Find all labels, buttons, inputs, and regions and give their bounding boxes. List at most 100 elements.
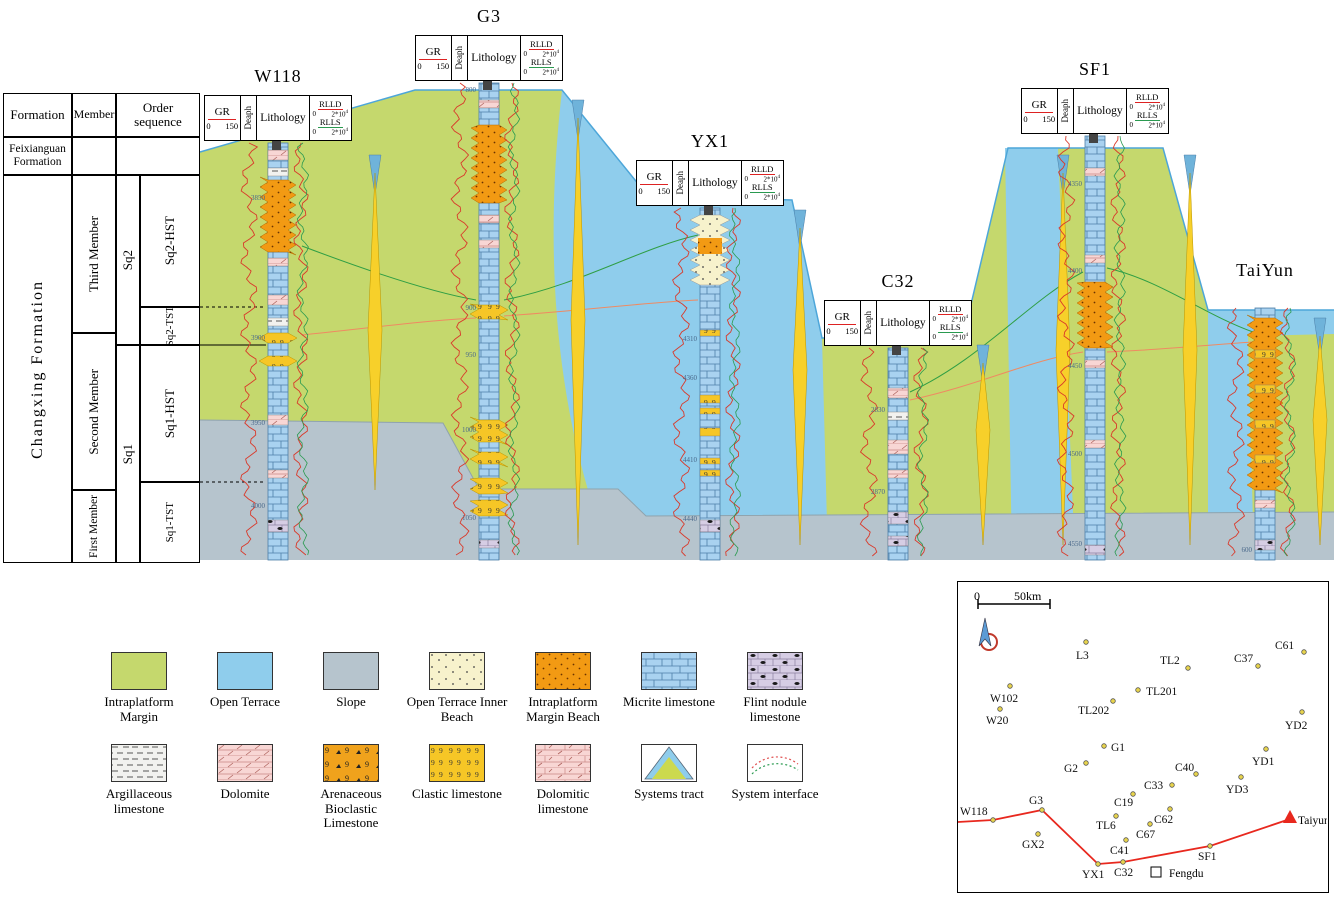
cross-section-canvas: 9 99 38503900395040008009009501000105043… [199, 81, 1334, 561]
map-well-TL2: TL2 [1160, 655, 1191, 671]
well-dot [990, 817, 996, 823]
depth-label: 4400 [1068, 267, 1083, 275]
systems-tract-yellow-body [975, 362, 991, 546]
well-dot [1147, 821, 1153, 827]
gr-curve [1056, 135, 1076, 557]
tst-top-line [1106, 341, 1254, 353]
well-label: G3 [1029, 795, 1043, 807]
rlls-curve [296, 142, 310, 556]
dolomite-interval [267, 469, 289, 479]
tract-sq1-tst-label: Sq1-TST [163, 502, 176, 543]
well-dot [1101, 743, 1107, 749]
legend-label: Flint nodule limestone [743, 694, 807, 724]
systems-tract-yellow-body [1312, 335, 1328, 546]
gr-curve [859, 347, 879, 557]
depth-label: 2870 [871, 488, 886, 496]
flint-interval [1084, 544, 1106, 556]
member-second-cell: Second Member [72, 333, 116, 490]
well-label: SF1 [1198, 851, 1217, 863]
depth-label: 4000 [251, 502, 266, 510]
system-interface-swatch [747, 744, 803, 782]
legend-label: Clastic limestone [412, 786, 502, 801]
flint-interval [699, 519, 721, 533]
column-top-marker [272, 141, 281, 150]
clastic-limestone-interval [469, 416, 509, 446]
sequence-sq2-label: Sq2 [119, 249, 135, 271]
well-dot [1263, 746, 1269, 752]
legend-label: Intraplatform Margin Beach [526, 694, 600, 724]
fengdu-square [1150, 866, 1162, 878]
rlls-curve [1113, 135, 1127, 557]
map-well-YD3: YD3 [1226, 774, 1249, 796]
dolomite-interval [267, 257, 289, 267]
well-dot [1238, 774, 1244, 780]
dolomite-swatch [217, 744, 273, 782]
clastic-limestone-interval [469, 303, 509, 321]
well-dot [1255, 663, 1261, 669]
well-label: C19 [1114, 797, 1133, 809]
map-well-TL202: TL202 [1078, 698, 1116, 717]
well-dot [1299, 709, 1305, 715]
depth-label: 900 [466, 304, 477, 312]
legend-label: Dolomitic limestone [536, 786, 590, 816]
legend-label: Dolomite [220, 786, 270, 801]
fengdu-label: Fengdu [1169, 868, 1204, 880]
well-label: C41 [1110, 845, 1129, 857]
dolomite-interval [478, 239, 500, 249]
flint-interval [1254, 539, 1276, 551]
map-well-YD1: YD1 [1252, 746, 1275, 768]
clastic-limestone-interval [258, 355, 298, 367]
margin-beach-interval [1246, 314, 1284, 494]
dolomitic-limestone-swatch [535, 744, 591, 782]
clastic-limestone-interval [469, 499, 509, 517]
flint-interval [887, 535, 909, 547]
map-well-C62: C62 [1154, 806, 1173, 826]
rlld-curve [293, 142, 309, 556]
taiyun-label: Taiyun [1298, 815, 1327, 827]
flint-interval [267, 519, 289, 533]
legend-item-systems-tract: Systems tract [616, 744, 722, 831]
depth-label: 600 [1242, 546, 1253, 554]
depth-label: 1000 [462, 426, 477, 434]
rlls-curve [1283, 307, 1297, 557]
margin-beach-interval [259, 176, 297, 256]
legend-item-slope: Slope [298, 652, 404, 724]
legend-item-open-terrace-inner-beach: Open Terrace Inner Beach [404, 652, 510, 724]
map-well-W102: W102 [990, 683, 1018, 705]
well-dot [1207, 843, 1213, 849]
well-dot [1193, 771, 1199, 777]
legend-label: Arenaceous Bioclastic Limestone [320, 786, 382, 831]
legend-item-micrite-limestone: Micrite limestone [616, 652, 722, 724]
well-label: W102 [990, 693, 1018, 705]
flint-interval [887, 511, 909, 525]
well-dot [1169, 782, 1175, 788]
gr-curve [1226, 307, 1246, 557]
well-label: YD1 [1252, 756, 1275, 768]
dolomite-interval [887, 387, 909, 399]
map-well-C40: C40 [1175, 762, 1199, 777]
clastic-limestone-interval [258, 332, 298, 344]
well-label: G1 [1111, 742, 1125, 754]
legend-item-argillaceous-limestone: Argillaceous limestone [86, 744, 192, 831]
well-dot [1110, 698, 1116, 704]
well-dot [1120, 859, 1126, 865]
dolomite-interval [478, 99, 500, 109]
tract-sq2-tst-cell: Sq2-TST [140, 307, 200, 345]
depth-label: 4550 [1068, 540, 1083, 548]
map-well-C37: C37 [1234, 653, 1261, 669]
clastic-interval [699, 469, 721, 477]
well-label: TL2 [1160, 655, 1180, 667]
well-label: TL201 [1146, 686, 1178, 698]
well-dot [1039, 807, 1045, 813]
clastic-interval [699, 329, 721, 337]
clastic-limestone-interval [469, 477, 509, 495]
dolomite-interval [1254, 499, 1276, 509]
micrite-limestone-swatch [641, 652, 697, 690]
flint-nodule-limestone-swatch [747, 652, 803, 690]
map-well-W118: W118 [960, 806, 996, 823]
member-column-header: Member [72, 93, 116, 137]
